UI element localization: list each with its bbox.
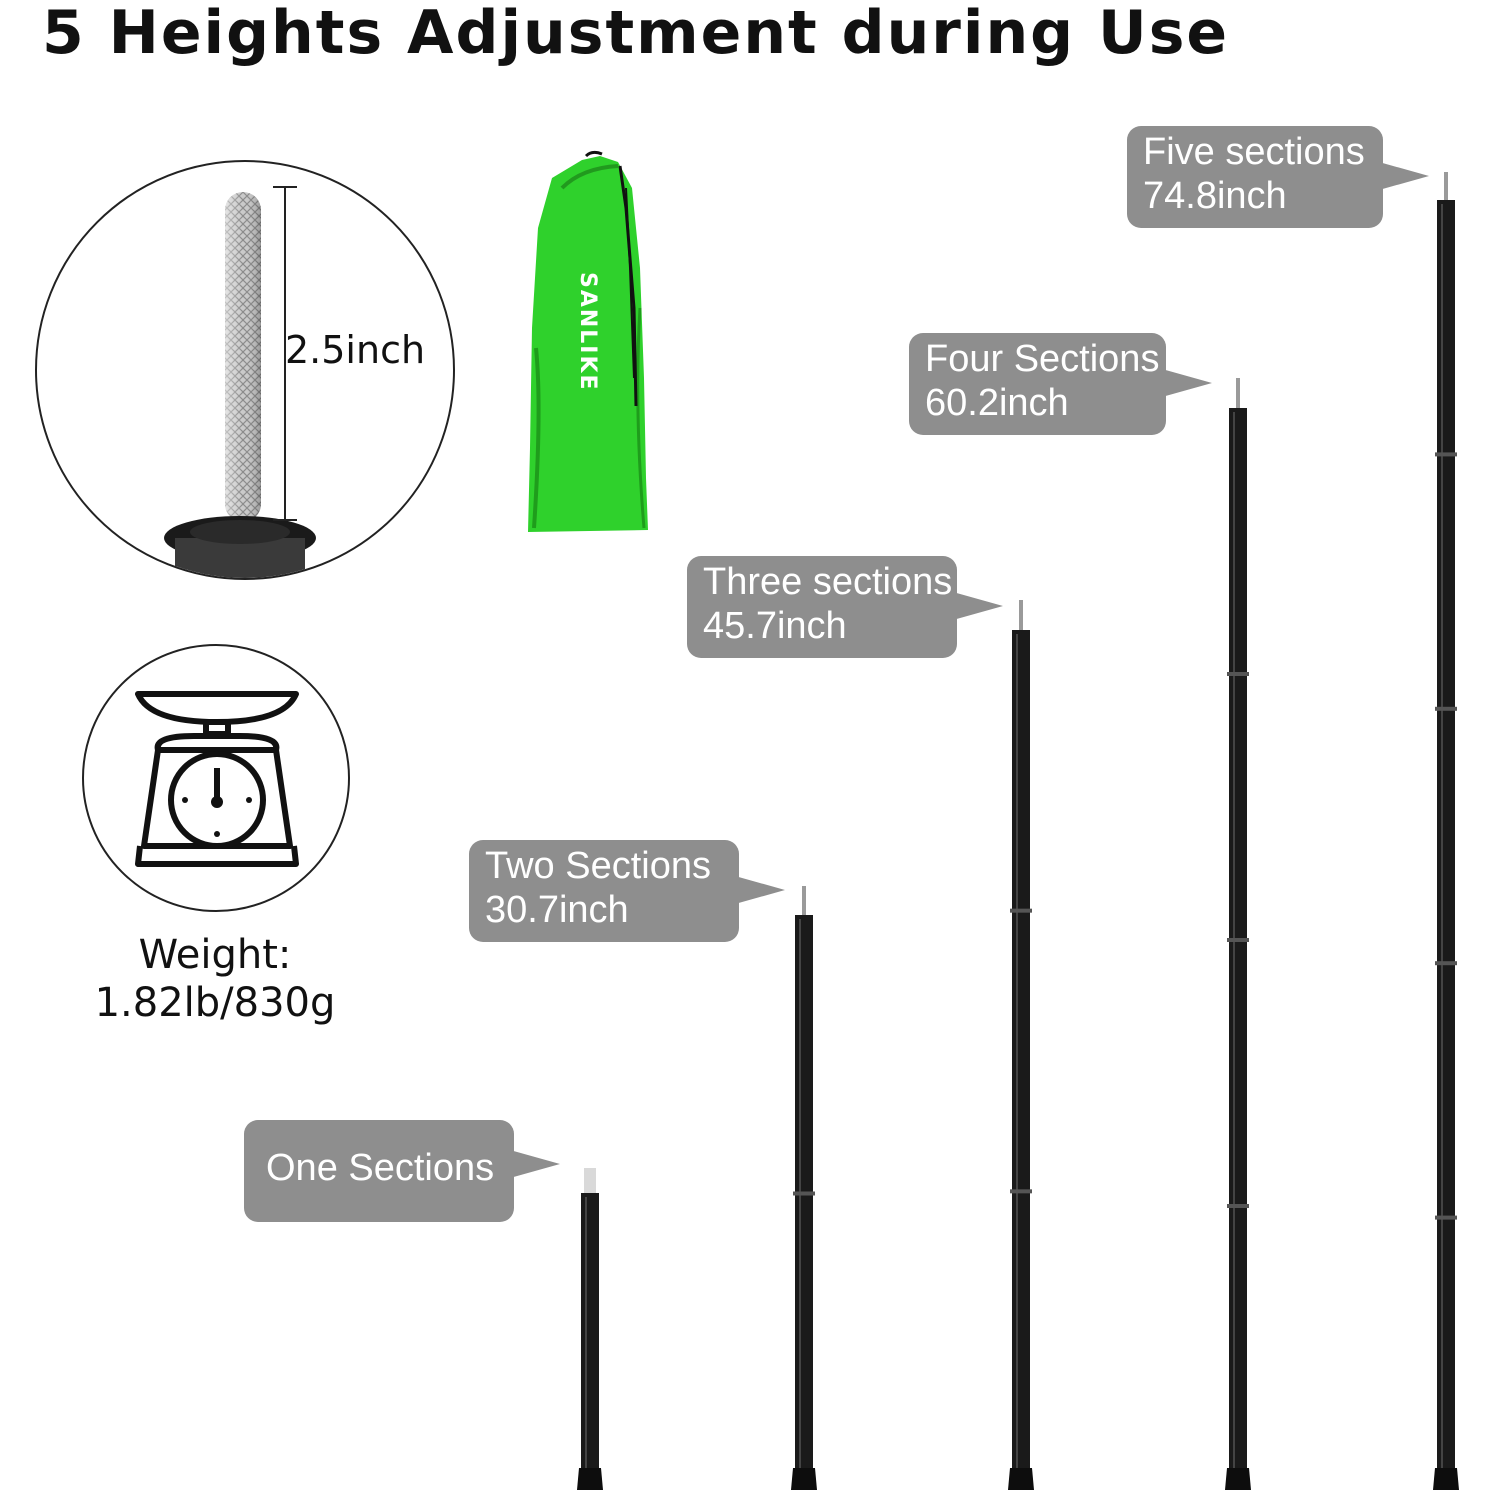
pole-shaft	[1229, 408, 1247, 1472]
pole-highlight	[1233, 412, 1235, 1468]
pole-joint	[1435, 961, 1457, 966]
pole-3	[1008, 600, 1034, 1490]
pole-joint	[1435, 1215, 1457, 1220]
pole-foot	[577, 1468, 603, 1490]
section-length: 30.7inch	[485, 889, 629, 931]
section-name: Two Sections	[485, 845, 711, 887]
pole-foot	[1225, 1468, 1251, 1490]
pole-shaft	[1012, 630, 1030, 1472]
pole-joint	[1010, 1189, 1032, 1194]
pole-1	[577, 1168, 603, 1490]
page-title: 5 Heights Adjustment during Use	[42, 0, 1230, 68]
bag-brand-label: SANLIKE	[575, 272, 600, 392]
section-name: Four Sections	[925, 338, 1160, 380]
pole-highlight	[1441, 204, 1443, 1468]
pole-joint	[1435, 452, 1457, 457]
callout-two-sections: Two Sections 30.7inch	[469, 840, 785, 942]
pole-tip	[1236, 378, 1240, 408]
pole-highlight	[1016, 634, 1018, 1468]
pole-tip	[1444, 172, 1448, 200]
scale-icon	[135, 691, 299, 867]
pole-joint	[1010, 908, 1032, 913]
pole-2	[791, 886, 817, 1490]
callout-four-sections: Four Sections 60.2inch	[909, 333, 1212, 435]
pole-shaft	[795, 915, 813, 1472]
callout-five-sections: Five sections 74.8inch	[1127, 126, 1429, 228]
pole-joint	[793, 1191, 815, 1196]
pole-tip	[802, 886, 806, 915]
tip-detail-circle	[35, 160, 455, 580]
section-name: One Sections	[266, 1147, 495, 1189]
pole-joint	[1227, 1204, 1249, 1208]
callout-three-sections: Three sections 45.7inch	[687, 556, 1003, 658]
knurled-tip-icon	[164, 186, 316, 578]
pole-shaft	[581, 1193, 599, 1472]
pole-4	[1225, 378, 1251, 1490]
stuff-sack-icon	[528, 150, 648, 532]
section-length: 60.2inch	[925, 382, 1069, 424]
pole-joint	[1435, 706, 1457, 711]
pole-joint	[1227, 672, 1249, 676]
section-length: 74.8inch	[1143, 175, 1287, 217]
pole-foot	[1433, 1468, 1459, 1490]
weight-label: Weight: 1.82lb/830g	[60, 932, 370, 1026]
pole-tip	[1019, 600, 1023, 630]
pole-highlight	[585, 1197, 587, 1468]
pole-foot	[791, 1468, 817, 1490]
weight-title: Weight:	[138, 932, 292, 978]
pole-shaft	[1437, 200, 1455, 1472]
weight-circle	[82, 644, 350, 912]
pole-foot	[1008, 1468, 1034, 1490]
callout-one-section: One Sections	[244, 1120, 560, 1222]
pole-5	[1433, 172, 1459, 1490]
section-name: Five sections	[1143, 131, 1365, 173]
section-name: Three sections	[703, 561, 953, 603]
pole-joint	[1227, 938, 1249, 942]
weight-value: 1.82lb/830g	[94, 980, 336, 1026]
pole-highlight	[799, 919, 801, 1468]
pole-tip	[584, 1168, 596, 1193]
tip-length-label: 2.5inch	[285, 328, 426, 372]
section-length: 45.7inch	[703, 605, 847, 647]
